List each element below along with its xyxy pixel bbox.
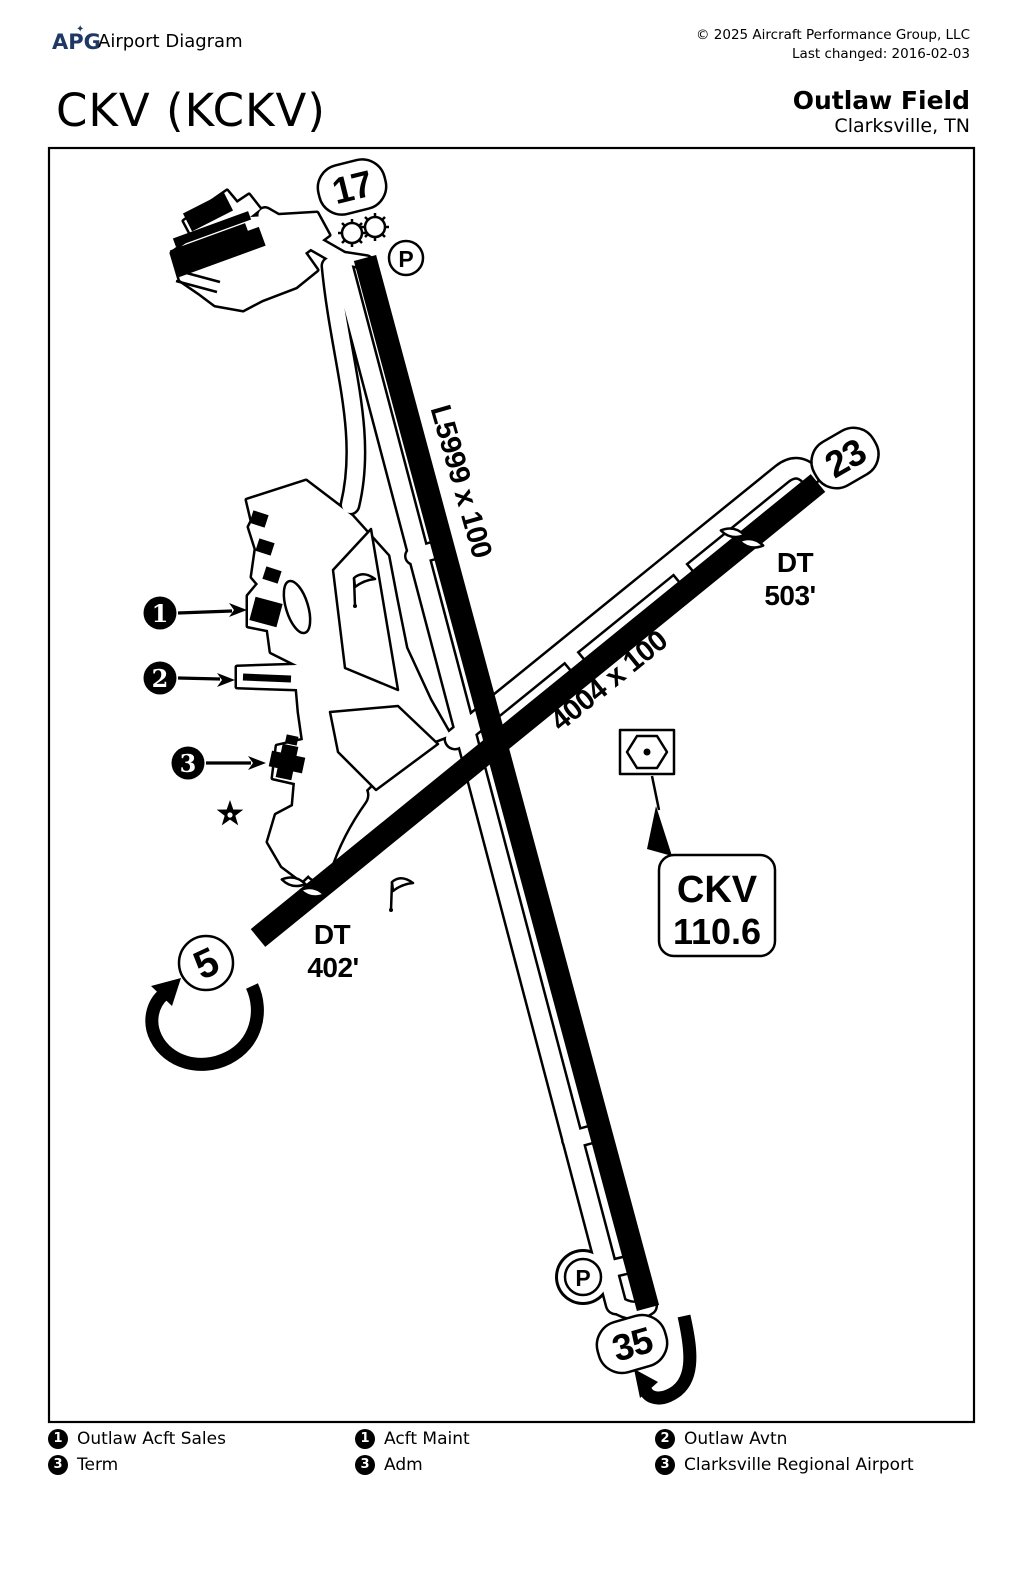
svg-text:2: 2 [152, 664, 169, 693]
dt-503-label-line2: 503' [764, 580, 815, 611]
legend-item: 2 Outlaw Avtn [655, 1428, 787, 1450]
airport-name: Outlaw Field [792, 86, 970, 115]
beacon-star-icon [216, 800, 244, 826]
svg-text:3: 3 [180, 749, 197, 778]
dt-503-label-line1: DT [777, 547, 814, 578]
diagram-border [47, 146, 976, 1424]
runway-5-label: 5 [177, 934, 235, 992]
airport-city: Clarksville, TN [834, 115, 970, 137]
parking-label-south: P [575, 1265, 590, 1291]
vor-symbol [618, 728, 676, 776]
runway-35-label: 35 [595, 1313, 669, 1375]
vor-leader-line [650, 775, 661, 811]
road-stripe [242, 673, 292, 683]
apron-buildings [242, 510, 312, 781]
apron-oval [282, 579, 312, 635]
windsock-icon [352, 573, 377, 608]
navaid-box: CKV 110.6 [657, 853, 777, 958]
runway-23-label: 23 [810, 426, 880, 490]
legend-label: Clarksville Regional Airport [684, 1455, 914, 1475]
legend-badge: 2 [655, 1429, 675, 1449]
legend-badge: 1 [355, 1429, 375, 1449]
legend-badge: 3 [655, 1455, 675, 1475]
legend-item: 1 Outlaw Acft Sales [48, 1428, 226, 1450]
callout-marker-1: 1 [143, 596, 247, 630]
legend-label: Acft Maint [384, 1429, 470, 1449]
legend-item: 3 Term [48, 1454, 118, 1476]
callout-marker-3: 3 [171, 746, 266, 780]
navaid-frequency: 110.6 [673, 911, 761, 952]
svg-text:17: 17 [328, 163, 376, 212]
pattern-arrow-rwy5 [145, 978, 264, 1071]
legend-item: 1 Acft Maint [355, 1428, 470, 1450]
airport-code: CKV (KCKV) [56, 84, 326, 137]
svg-text:1: 1 [152, 599, 169, 628]
runway-17-label: 17 [316, 158, 388, 216]
dt-402-label-line1: DT [314, 919, 351, 950]
building-3 [268, 734, 306, 781]
document-title: Airport Diagram [98, 31, 243, 52]
runway-17-35 [353, 255, 660, 1311]
displaced-threshold-rwy5 [280, 876, 326, 898]
legend-badge: 3 [48, 1455, 68, 1475]
legend-label: Adm [384, 1455, 423, 1475]
vor-leader-pointer [647, 806, 672, 856]
legend-item: 3 Clarksville Regional Airport [655, 1454, 914, 1476]
apg-logo-star-icon: ✦ [76, 24, 85, 35]
legend-label: Outlaw Avtn [684, 1429, 788, 1449]
runway-5-23 [250, 474, 826, 947]
legend-badge: 1 [48, 1429, 68, 1449]
windsock-island [331, 527, 400, 692]
parking-symbol-north: P [387, 239, 425, 277]
navaid-id: CKV [677, 869, 758, 911]
taxiway-island [328, 704, 440, 792]
pattern-arrow-rwy35 [634, 1314, 697, 1405]
legend-label: Outlaw Acft Sales [77, 1429, 226, 1449]
last-changed-text: Last changed: 2016-02-03 [792, 46, 970, 62]
building-1 [249, 596, 283, 628]
windsock-icon-2 [389, 877, 415, 912]
apg-logo: APG [52, 30, 101, 54]
copyright-text: © 2025 Aircraft Performance Group, LLC [695, 27, 970, 43]
displaced-threshold-rwy23 [719, 527, 765, 549]
parking-label-north: P [398, 246, 413, 272]
legend-item: 3 Adm [355, 1454, 423, 1476]
parking-symbol-south: P [563, 1257, 603, 1297]
hangar-buildings [169, 192, 266, 294]
fuel-tanks-icon [338, 213, 389, 247]
callout-marker-2: 2 [143, 661, 235, 695]
legend-label: Term [77, 1455, 119, 1475]
dt-402-label-line2: 402' [307, 952, 358, 983]
legend-badge: 3 [355, 1455, 375, 1475]
